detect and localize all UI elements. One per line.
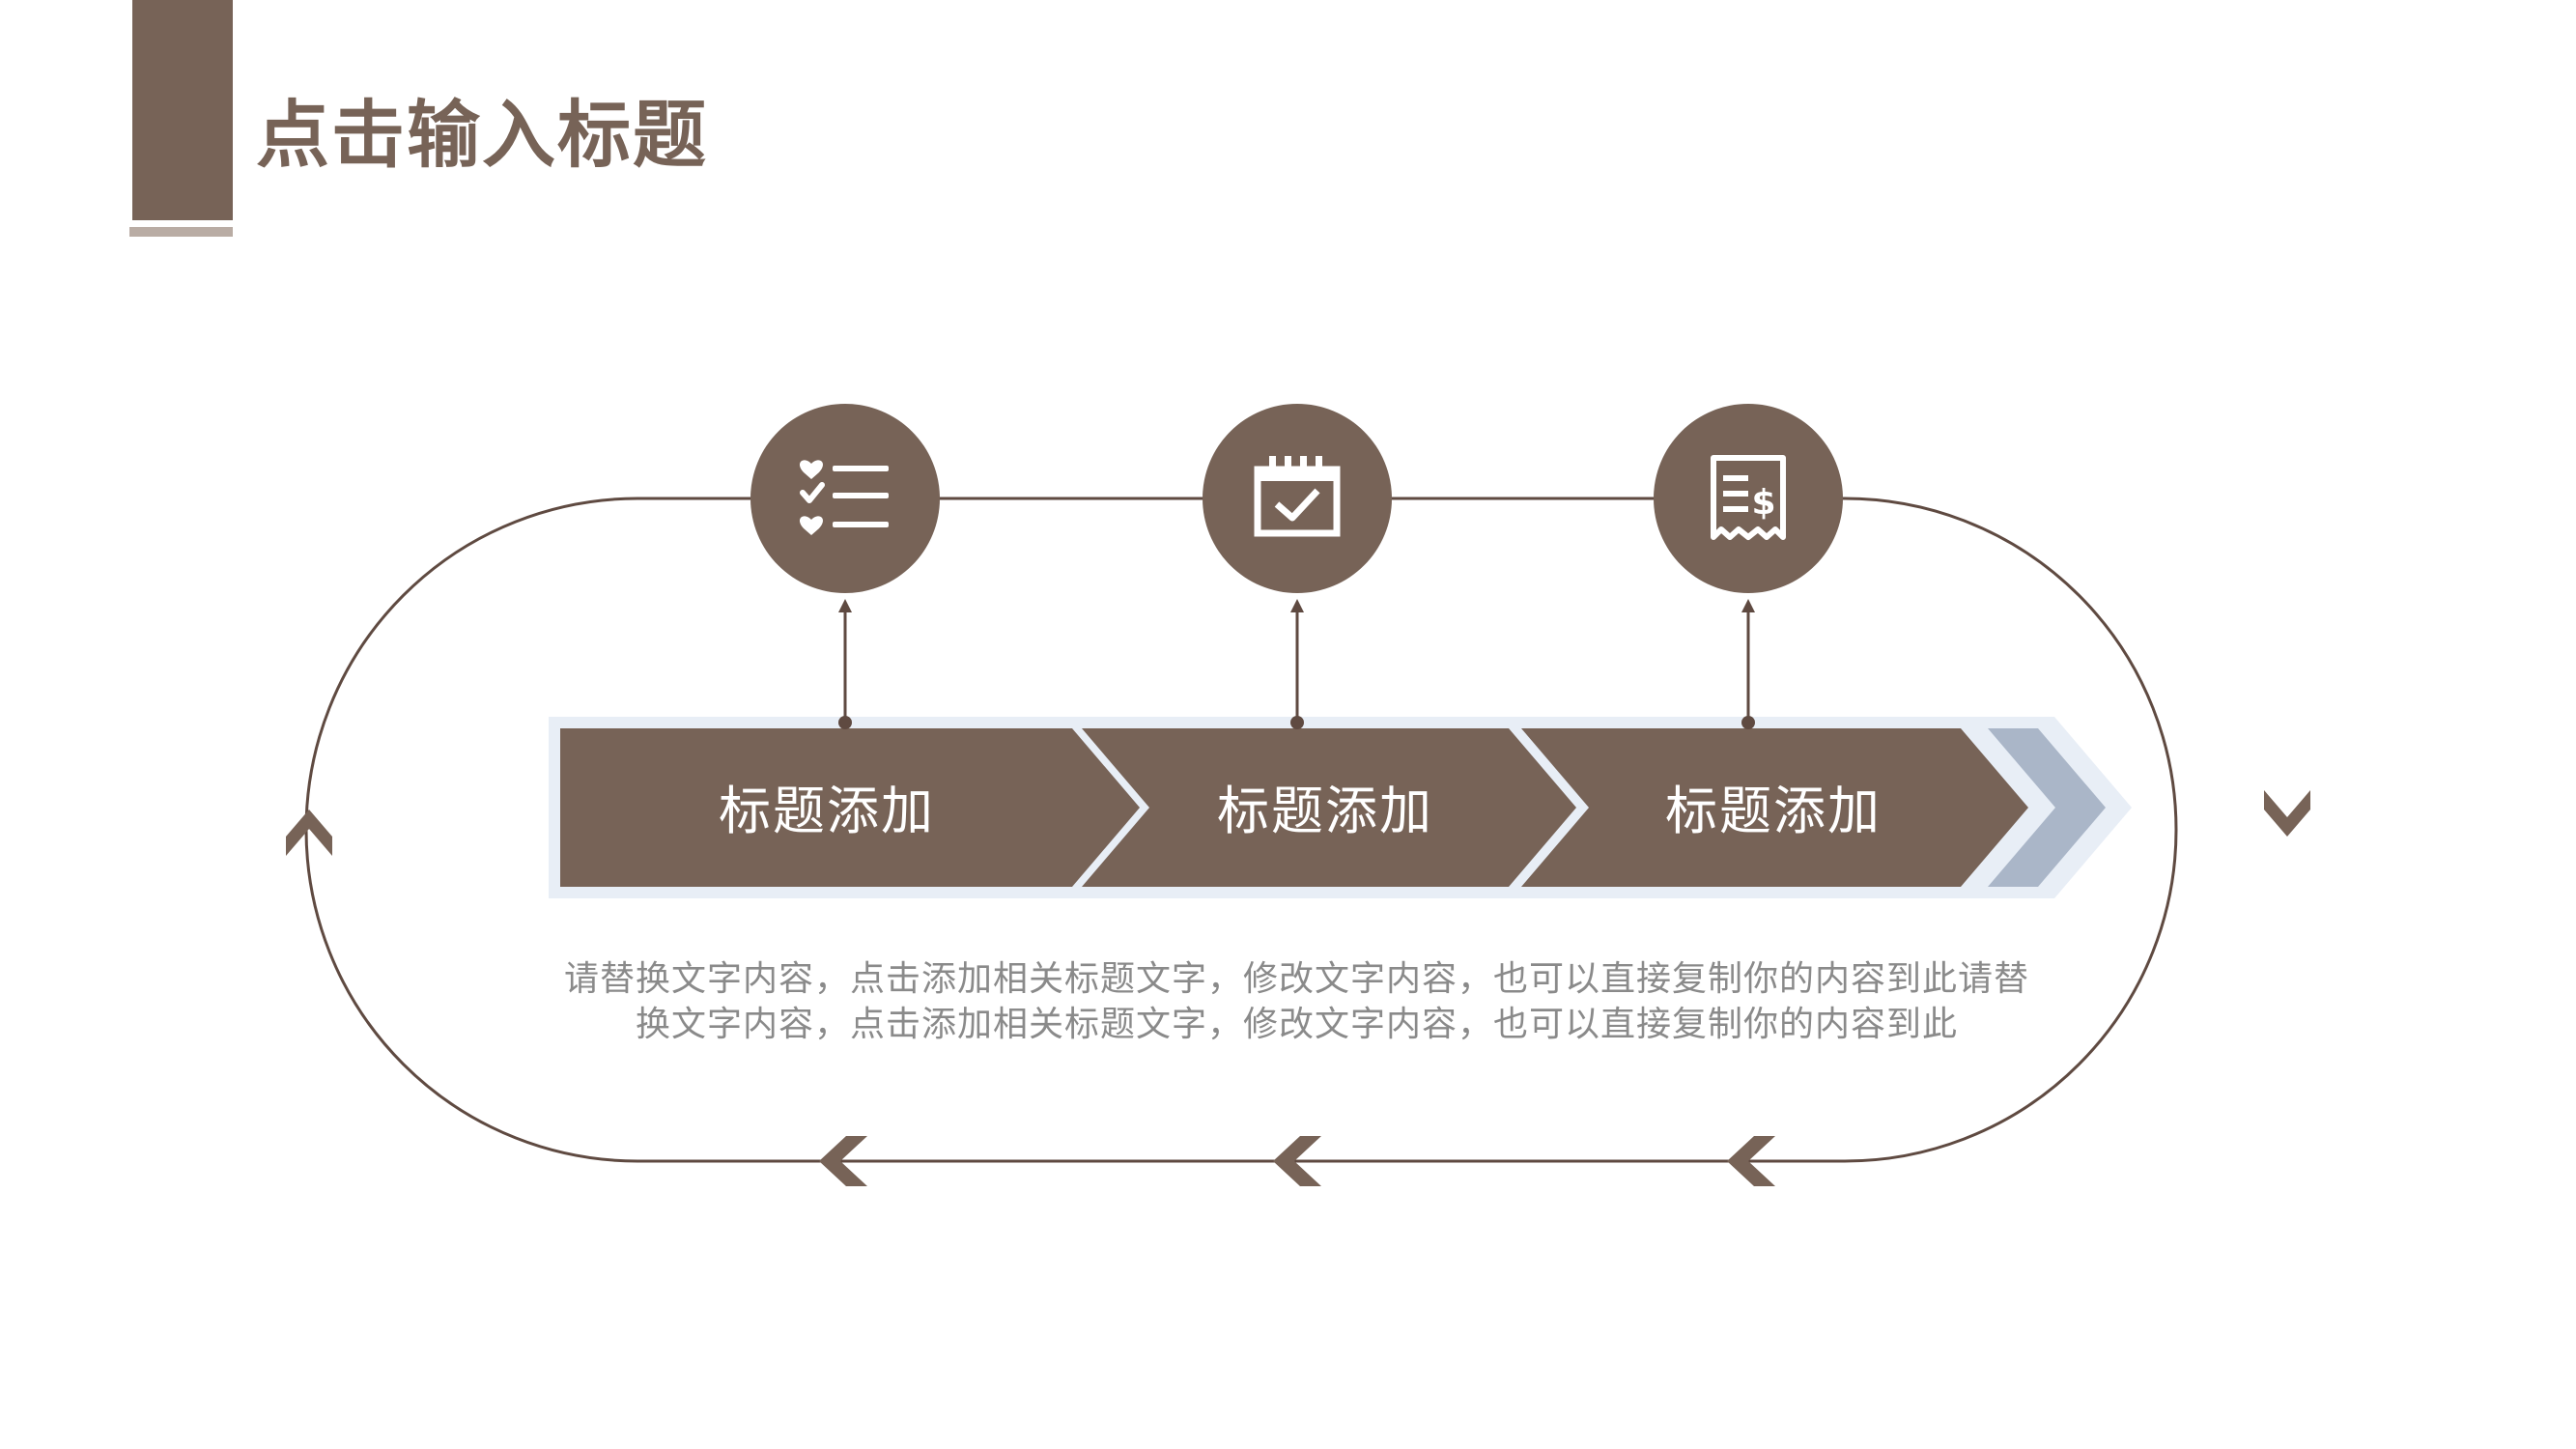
connector-3 [1741, 599, 1755, 729]
connector-2 [1290, 599, 1304, 729]
step-label-2: 标题添加 [1217, 781, 1433, 841]
chevron-left-icon [1727, 1136, 1775, 1186]
title-underline [129, 227, 233, 237]
icon-circle-3[interactable] [1654, 404, 1843, 593]
loop-track [304, 497, 2178, 1163]
description-text[interactable]: 请替换文字内容，点击添加相关标题文字，修改文字内容，也可以直接复制你的内容到此请… [464, 956, 2130, 1047]
step-label-3: 标题添加 [1665, 781, 1882, 841]
receipt-dollar-icon: $ [1711, 455, 1786, 540]
connector-1 [838, 599, 852, 729]
checklist-hearts-icon [799, 460, 889, 535]
arrow-end-chevron [1988, 728, 2106, 887]
chevron-left-icon [1273, 1136, 1321, 1186]
title-accent-bar [132, 0, 233, 220]
svg-text:$: $ [1751, 483, 1775, 523]
chevron-down-icon [2264, 790, 2310, 837]
chevron-up-icon [286, 810, 332, 856]
step-arrow-2[interactable] [1082, 728, 1576, 887]
step-arrow-1[interactable] [560, 728, 1140, 887]
step-label-1: 标题添加 [719, 781, 935, 841]
chevron-left-icon [819, 1136, 867, 1186]
calendar-check-icon [1254, 456, 1341, 537]
description-line-2: 换文字内容，点击添加相关标题文字，修改文字内容，也可以直接复制你的内容到此 [635, 1005, 1958, 1044]
icon-circle-2[interactable] [1203, 404, 1392, 593]
description-line-1: 请替换文字内容，点击添加相关标题文字，修改文字内容，也可以直接复制你的内容到此请… [563, 959, 2029, 999]
page-title[interactable]: 点击输入标题 [256, 92, 708, 178]
step-arrow-3[interactable] [1521, 728, 2028, 887]
